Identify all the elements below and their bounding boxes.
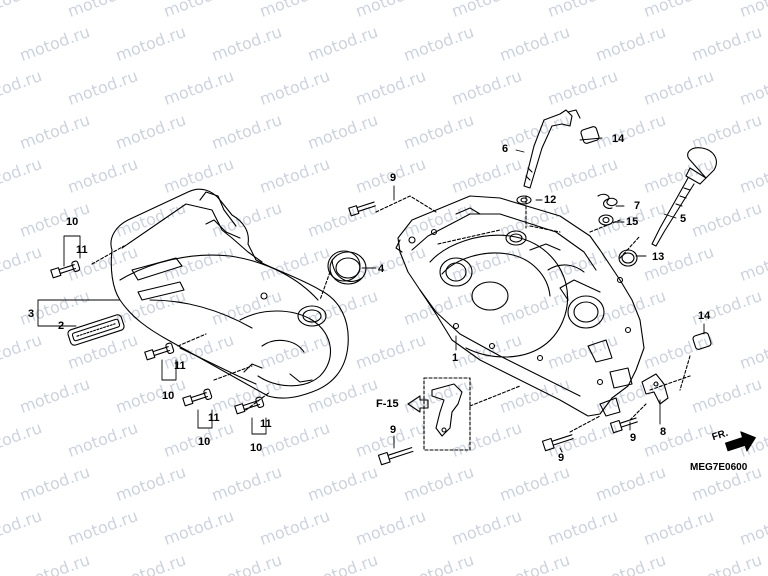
callout-3: 3: [28, 308, 35, 320]
washer-15-part: [598, 214, 614, 226]
clamp-part: [641, 373, 669, 405]
callout-5: 5: [680, 213, 687, 225]
callout-13: 13: [652, 251, 665, 263]
callout-4: 4: [378, 263, 385, 275]
callout-9: 9: [558, 452, 565, 464]
callout-2: 2: [58, 320, 65, 332]
washer-12-part: [516, 195, 532, 205]
figure-code: MEG7E0600: [690, 462, 748, 473]
emblem-part: [67, 314, 125, 346]
callout-10: 10: [198, 436, 211, 448]
callout-10: 10: [66, 216, 79, 228]
callout-11: 11: [208, 412, 220, 424]
collar-part-upper: [580, 126, 600, 144]
callout-12: 12: [544, 194, 557, 206]
callout-9: 9: [390, 424, 397, 436]
callout-14: 14: [612, 133, 625, 145]
right-cover-assembly: [375, 195, 691, 433]
reference-label: F-15: [376, 398, 399, 410]
front-direction-arrow: [724, 431, 756, 452]
callout-11: 11: [260, 418, 272, 430]
f15-bracket: [423, 377, 471, 451]
right-bolts: [348, 201, 638, 466]
callout-11: 11: [174, 360, 186, 372]
left-bolts: [50, 260, 265, 415]
collar-part-lower: [692, 332, 712, 350]
callout-10: 10: [250, 442, 263, 454]
callout-7: 7: [634, 200, 641, 212]
callout-9: 9: [630, 432, 637, 444]
reference-arrow: [407, 395, 429, 413]
callout-1: 1: [452, 352, 459, 364]
spring-part: [597, 193, 618, 209]
left-cover-assembly: [91, 188, 349, 411]
callout-14: 14: [698, 310, 711, 322]
oil-gauge-part: [651, 147, 717, 247]
dipstick-part: [523, 109, 581, 189]
oil-seal-part: [327, 250, 367, 285]
callout-10: 10: [162, 390, 175, 402]
callout-15: 15: [626, 216, 639, 228]
callout-9: 9: [390, 172, 397, 184]
o-ring-part: [618, 249, 638, 267]
left-leader-lines: [37, 235, 377, 435]
callout-6: 6: [502, 143, 509, 155]
right-leader-lines: [393, 137, 705, 453]
callout-8: 8: [660, 426, 667, 438]
callout-11: 11: [76, 244, 88, 256]
